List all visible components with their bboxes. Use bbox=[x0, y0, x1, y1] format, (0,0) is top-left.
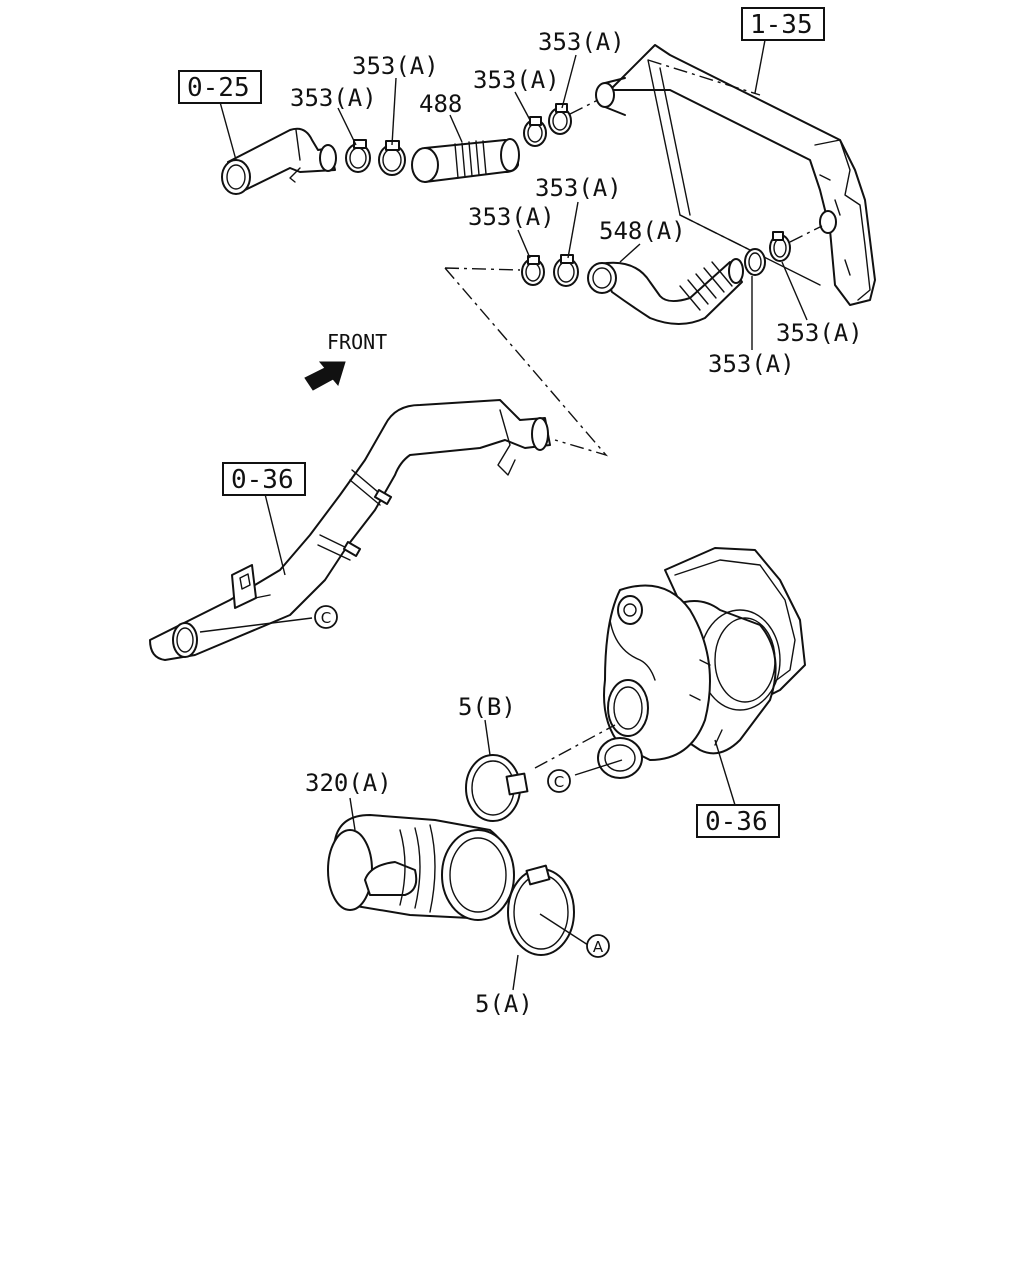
hose-548a bbox=[587, 258, 744, 325]
clamp-5b bbox=[465, 754, 529, 822]
label-353a-8: 353(A) bbox=[708, 350, 795, 378]
label-353a-5: 353(A) bbox=[468, 203, 555, 231]
clamp-353a-6 bbox=[553, 254, 579, 287]
ref-box-0-36-lower: 0-36 bbox=[696, 804, 780, 838]
label-5b: 5(B) bbox=[458, 693, 516, 721]
ref-0-25-text: 0-25 bbox=[187, 73, 250, 103]
callout-c-lower: C bbox=[547, 769, 571, 793]
ref-1-35-text: 1-35 bbox=[750, 10, 813, 40]
ref-box-0-25: 0-25 bbox=[178, 70, 262, 104]
ref-box-1-35: 1-35 bbox=[741, 7, 825, 41]
label-548a: 548(A) bbox=[599, 217, 686, 245]
front-arrow bbox=[304, 361, 346, 391]
callout-a-lower-text: A bbox=[593, 938, 604, 956]
callout-c-upper-text: C bbox=[321, 609, 331, 627]
clamp-5a bbox=[507, 864, 575, 956]
intercooler bbox=[595, 44, 876, 306]
clamp-353a-3 bbox=[523, 116, 547, 147]
label-353a-6: 353(A) bbox=[535, 174, 622, 202]
label-353a-7: 353(A) bbox=[776, 319, 863, 347]
turbocharger bbox=[597, 547, 806, 779]
callout-c-upper: C bbox=[314, 605, 338, 629]
label-353a-1: 353(A) bbox=[290, 84, 377, 112]
clamp-353a-4 bbox=[548, 103, 572, 135]
callout-c-lower-text: C bbox=[554, 773, 564, 791]
upper-intake-pipe bbox=[221, 127, 337, 195]
label-353a-3: 353(A) bbox=[473, 66, 560, 94]
label-5a: 5(A) bbox=[475, 990, 533, 1018]
ref-box-0-36-upper: 0-36 bbox=[222, 462, 306, 496]
leader-lines bbox=[199, 39, 808, 991]
label-353a-2: 353(A) bbox=[352, 52, 439, 80]
air-duct-320a bbox=[327, 814, 515, 921]
clamp-353a-5 bbox=[521, 255, 545, 286]
label-320a: 320(A) bbox=[305, 769, 392, 797]
clamp-353a-8 bbox=[769, 231, 791, 262]
clamp-353a-7 bbox=[744, 248, 766, 276]
label-488: 488 bbox=[419, 90, 462, 118]
callout-a-lower: A bbox=[586, 934, 610, 958]
clamp-353a-2 bbox=[378, 140, 406, 176]
charge-air-pipe bbox=[149, 399, 551, 661]
ref-0-36-lower-text: 0-36 bbox=[705, 807, 768, 837]
front-label: FRONT bbox=[327, 330, 387, 354]
ref-0-36-upper-text: 0-36 bbox=[231, 465, 294, 495]
clamp-353a-1 bbox=[345, 139, 371, 173]
label-353a-4: 353(A) bbox=[538, 28, 625, 56]
hose-488 bbox=[411, 138, 520, 183]
